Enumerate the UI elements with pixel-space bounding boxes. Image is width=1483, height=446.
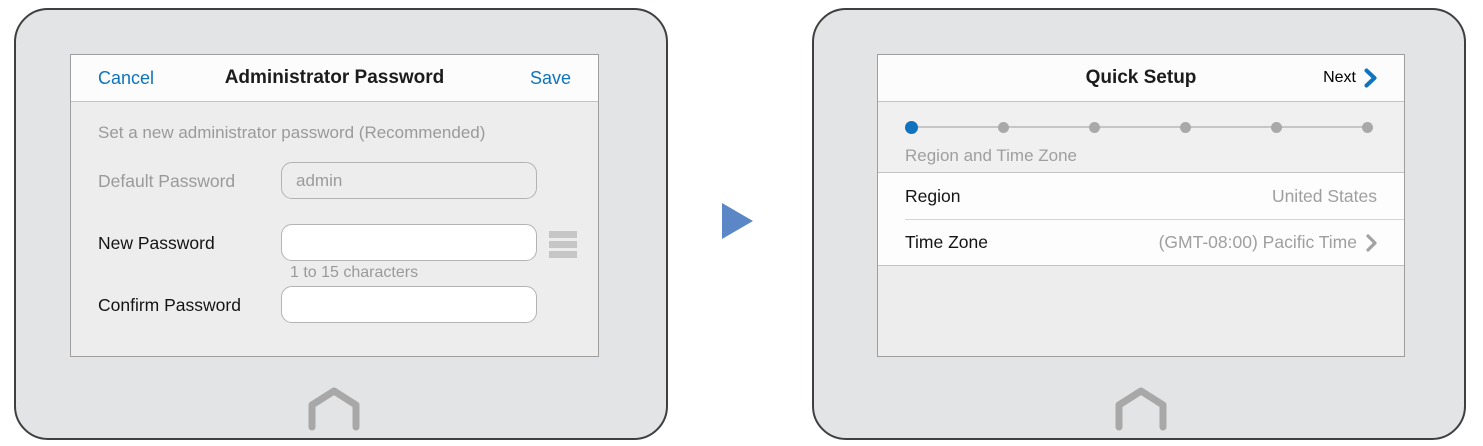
- hamburger-icon[interactable]: [549, 231, 577, 258]
- region-row[interactable]: Region United States: [878, 173, 1404, 219]
- next-button[interactable]: Next: [1323, 68, 1377, 88]
- chevron-right-icon: [1364, 68, 1377, 88]
- home-button-icon[interactable]: [1112, 385, 1170, 431]
- progress-dot: [998, 121, 1009, 133]
- device-admin-password: Cancel Administrator Password Save Set a…: [14, 8, 668, 440]
- confirm-password-field[interactable]: [281, 286, 537, 323]
- admin-password-screen: Cancel Administrator Password Save Set a…: [70, 54, 599, 357]
- transition-arrow-icon: [722, 203, 753, 239]
- progress-dot: [1362, 121, 1373, 133]
- progress-dot: [905, 120, 918, 134]
- quick-setup-navbar: Quick Setup Next: [878, 55, 1404, 102]
- time-zone-row[interactable]: Time Zone (GMT-08:00) Pacific Time: [878, 219, 1404, 266]
- region-value: United States: [1271, 185, 1377, 206]
- time-zone-label: Time Zone: [905, 232, 988, 252]
- next-button-label: Next: [1323, 69, 1356, 86]
- cancel-button[interactable]: Cancel: [98, 67, 155, 88]
- default-password-field[interactable]: [281, 162, 537, 199]
- progress-dot: [1089, 121, 1100, 133]
- progress-dots: [905, 120, 1373, 134]
- default-password-label: Default Password: [98, 171, 236, 191]
- page-title: Quick Setup: [1085, 67, 1197, 88]
- progress-dot: [1180, 121, 1191, 133]
- chevron-right-icon: [1366, 233, 1377, 252]
- settings-list: Region United States Time Zone (GMT-08:0…: [878, 173, 1404, 266]
- time-zone-value: (GMT-08:00) Pacific Time: [1158, 232, 1357, 252]
- password-instruction: Set a new administrator password (Recomm…: [98, 123, 486, 142]
- new-password-label: New Password: [98, 233, 215, 253]
- device-quick-setup: Quick Setup Next Region and Time Zone Re…: [812, 8, 1466, 440]
- password-length-hint: 1 to 15 characters: [290, 264, 419, 281]
- new-password-field[interactable]: [281, 224, 537, 261]
- progress-dot: [1271, 121, 1282, 133]
- setup-progress-section: Region and Time Zone: [878, 102, 1404, 173]
- progress-step-label: Region and Time Zone: [905, 146, 1077, 165]
- confirm-password-label: Confirm Password: [98, 295, 241, 315]
- home-button-icon[interactable]: [305, 385, 363, 431]
- admin-password-navbar: Cancel Administrator Password Save: [71, 55, 598, 102]
- progress-track: [911, 126, 1367, 128]
- save-button[interactable]: Save: [529, 67, 571, 88]
- region-label: Region: [905, 185, 961, 206]
- page-title: Administrator Password: [224, 67, 445, 88]
- quick-setup-screen: Quick Setup Next Region and Time Zone Re…: [877, 54, 1405, 357]
